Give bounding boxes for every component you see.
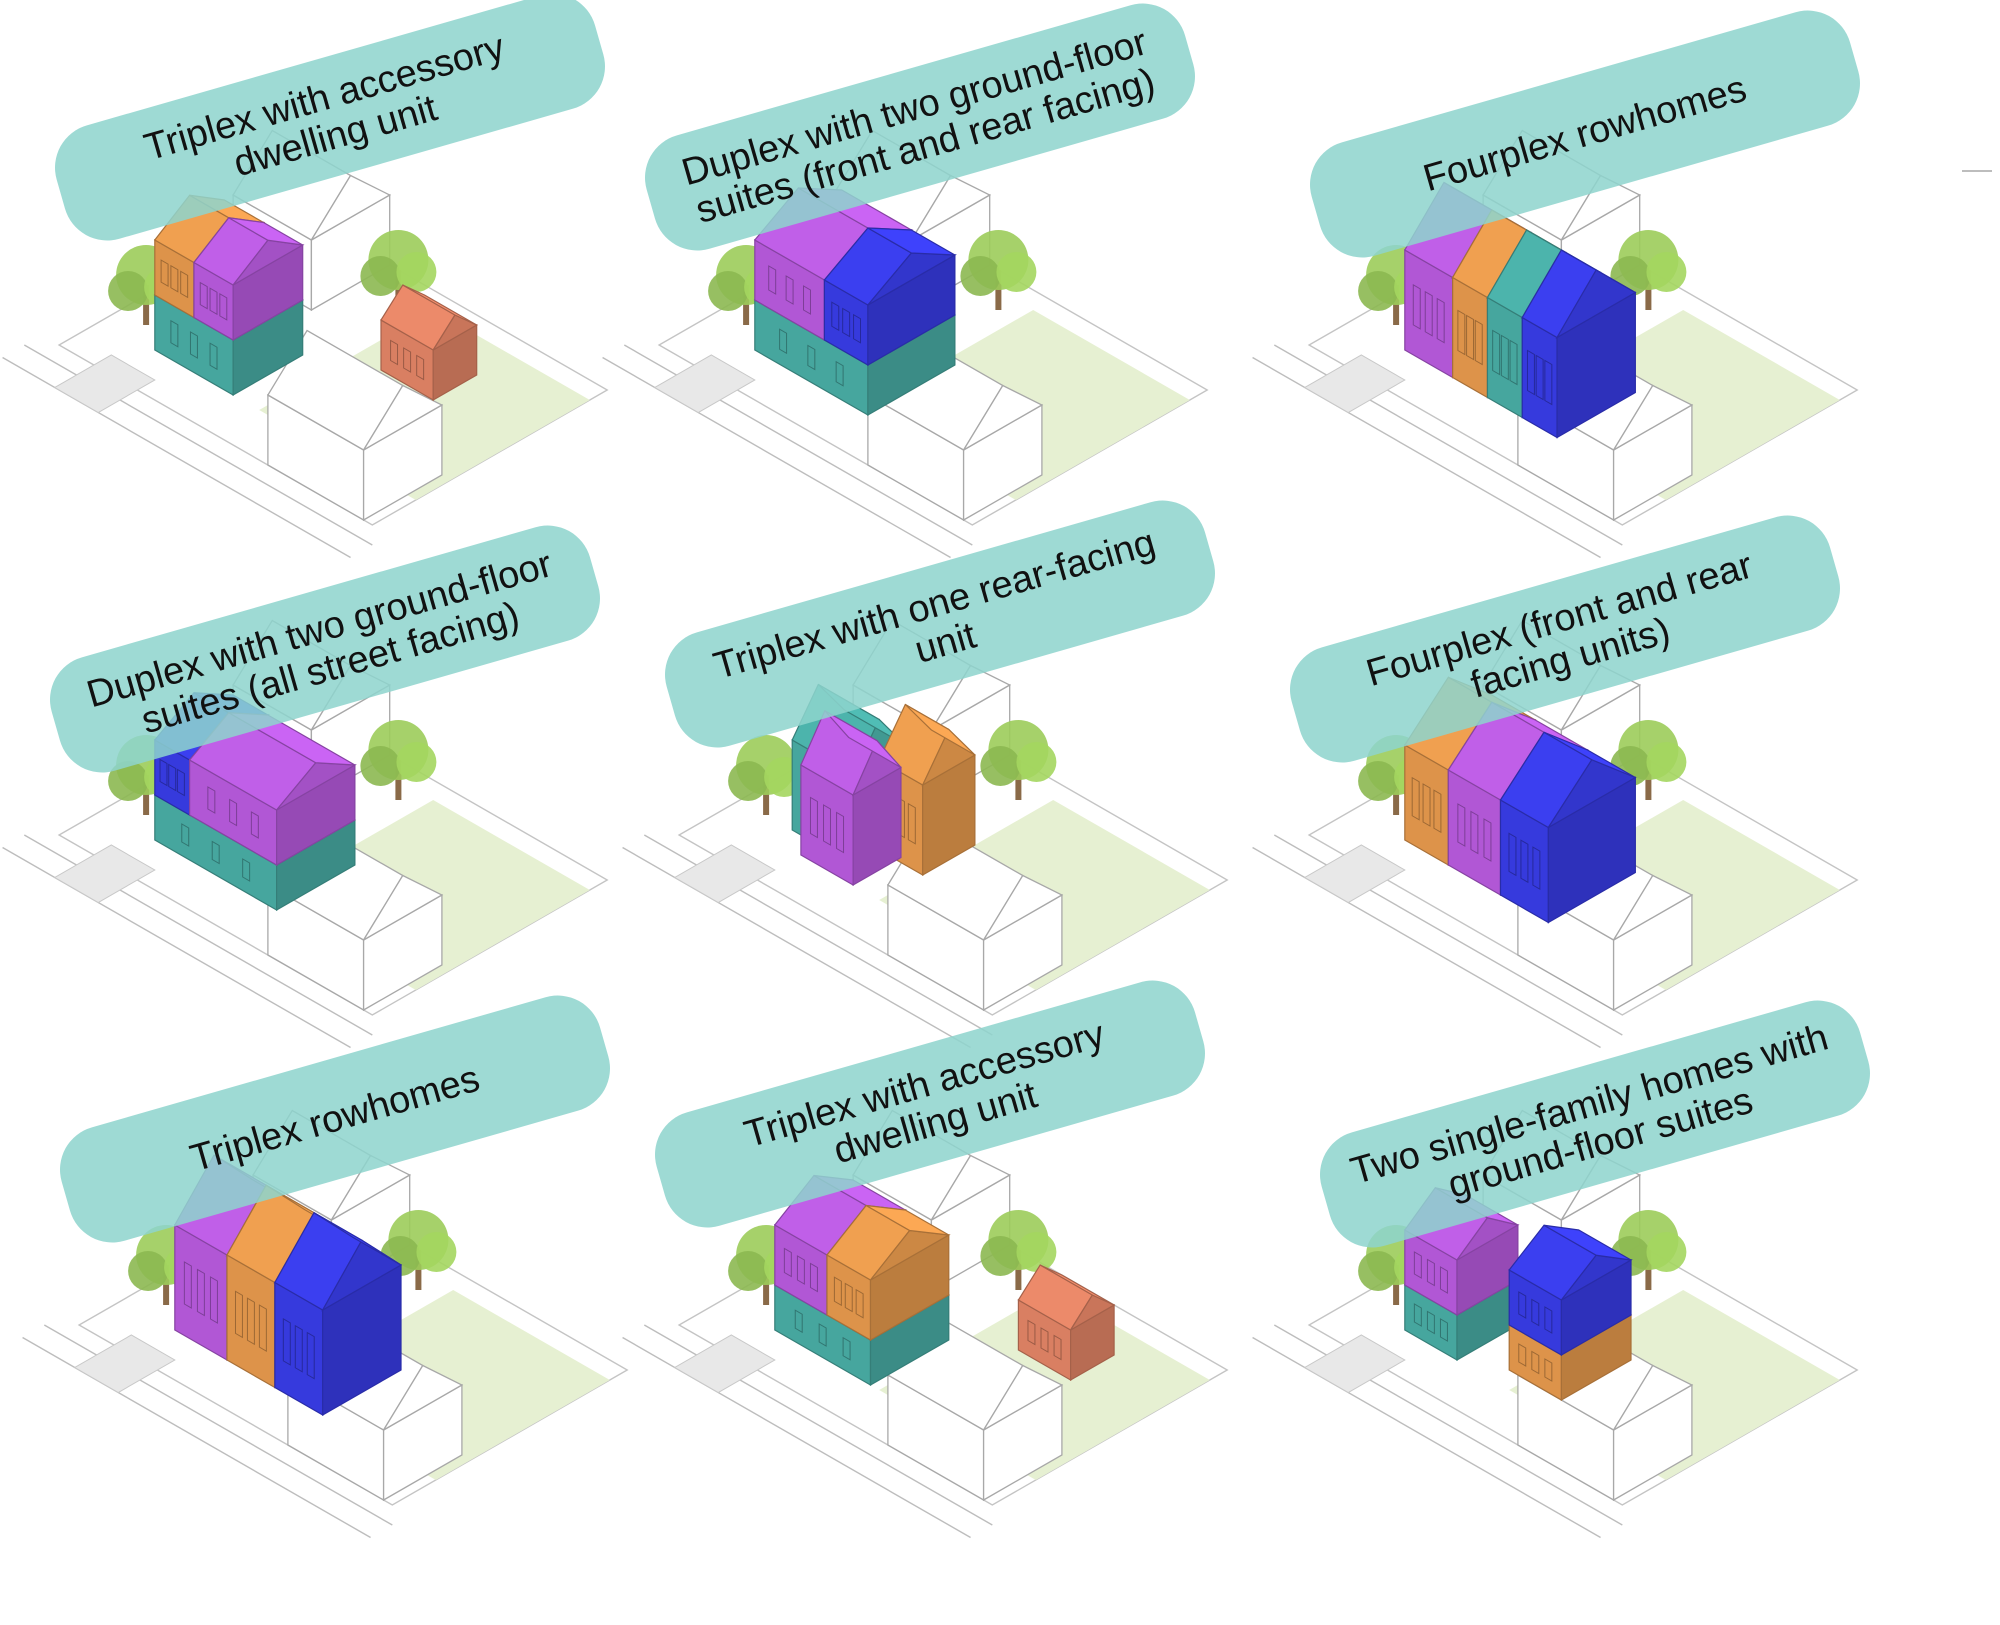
diagram-triplex-rowhomes [22,1109,680,1620]
diagram-fourplex-rowhomes [1252,129,1910,640]
edge-tick [1962,170,1992,172]
isometric-drawing [622,619,1229,1049]
diagram-duplex-front-rear [602,129,1260,640]
isometric-drawing [1252,129,1859,559]
diagram-grid [2,129,1910,1539]
isometric-drawing [2,129,609,559]
isometric-drawing [1252,619,1859,1049]
diagram-fourplex-front-rear [1252,619,1910,1130]
diagram-triplex-adu-1 [2,129,660,640]
isometric-drawing [622,1109,1229,1539]
isometric-drawing [22,1109,629,1539]
diagram-triplex-adu-2 [622,1109,1280,1620]
isometric-drawing [602,129,1209,559]
diagram-triplex-rear [622,619,1280,1130]
